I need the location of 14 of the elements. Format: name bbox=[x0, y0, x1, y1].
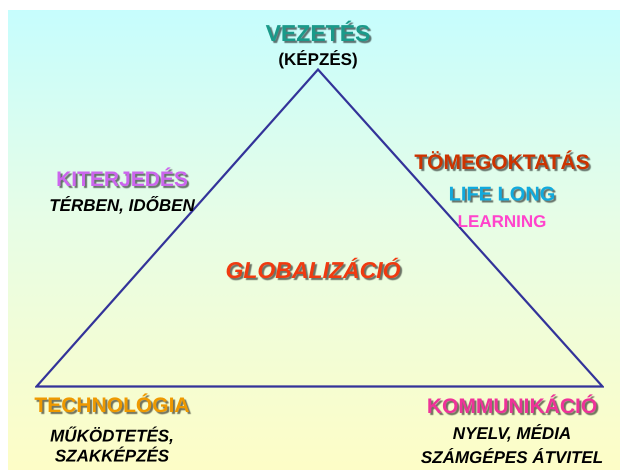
vertex-heading: TECHNOLÓGIA bbox=[34, 394, 190, 418]
side-heading: KITERJEDÉS bbox=[56, 168, 188, 192]
vertex-subtitle: (KÉPZÉS) bbox=[278, 50, 358, 70]
vertex-heading: KOMMUNIKÁCIÓ bbox=[426, 394, 598, 420]
side-heading: LIFE LONG bbox=[448, 184, 556, 206]
vertex-heading: VEZETÉS bbox=[266, 20, 370, 46]
side-heading: TÖMEGOKTATÁS bbox=[414, 150, 590, 176]
vertex-subtitle: NYELV, MÉDIA bbox=[452, 424, 572, 444]
vertex-subtitle: SZÁMGÉPES ÁTVITEL bbox=[420, 448, 604, 468]
side-subtitle: TÉRBEN, IDŐBEN bbox=[49, 196, 195, 216]
triangle-shape bbox=[35, 68, 604, 388]
center-label: GLOBALIZÁCIÓ bbox=[225, 256, 401, 284]
vertex-subtitle: MŰKÖDTETÉS, SZAKKÉPZÉS bbox=[49, 426, 175, 466]
side-subtitle: LEARNING bbox=[458, 212, 546, 232]
